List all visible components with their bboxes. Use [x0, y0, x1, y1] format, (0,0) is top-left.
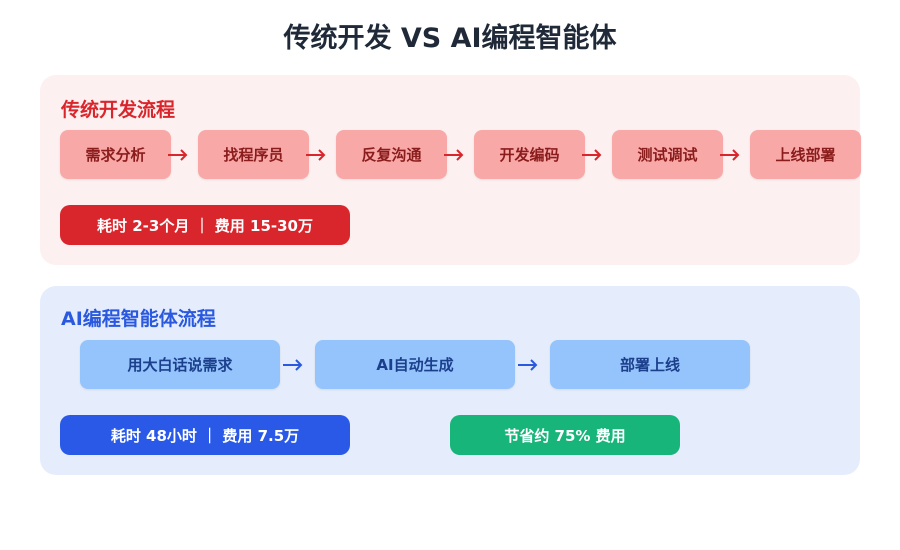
- arrow-right-icon: [306, 149, 326, 161]
- traditional-step-5: 测试调试: [612, 130, 723, 179]
- ai-step-2: AI自动生成: [315, 340, 515, 389]
- arrow-right-icon: [168, 149, 188, 161]
- traditional-step-1: 需求分析: [60, 130, 171, 179]
- traditional-step-4: 开发编码: [474, 130, 585, 179]
- traditional-step-6: 上线部署: [750, 130, 861, 179]
- ai-step-1: 用大白话说需求: [80, 340, 280, 389]
- traditional-step-2: 找程序员: [198, 130, 309, 179]
- ai-summary-badge: 耗时 48小时 ｜ 费用 7.5万: [60, 415, 350, 455]
- arrow-right-icon: [582, 149, 602, 161]
- arrow-right-icon: [720, 149, 740, 161]
- traditional-summary-badge: 耗时 2-3个月 ｜ 费用 15-30万: [60, 205, 350, 245]
- page-title: 传统开发 VS AI编程智能体: [283, 23, 617, 54]
- traditional-flow-heading: 传统开发流程: [61, 99, 176, 121]
- ai-flow-panel: AI编程智能体流程 用大白话说需求 AI自动生成 部署上线 耗时 48小时 ｜ …: [40, 286, 860, 475]
- ai-flow-heading: AI编程智能体流程: [61, 308, 216, 330]
- ai-step-3: 部署上线: [550, 340, 750, 389]
- traditional-flow-panel: 传统开发流程 需求分析 找程序员 反复沟通 开发编码 测试调试 上线部署 耗时 …: [40, 75, 861, 265]
- arrow-right-icon: [518, 359, 538, 371]
- arrow-right-icon: [283, 359, 303, 371]
- traditional-step-3: 反复沟通: [336, 130, 447, 179]
- arrow-right-icon: [444, 149, 464, 161]
- savings-badge: 节省约 75% 费用: [450, 415, 680, 455]
